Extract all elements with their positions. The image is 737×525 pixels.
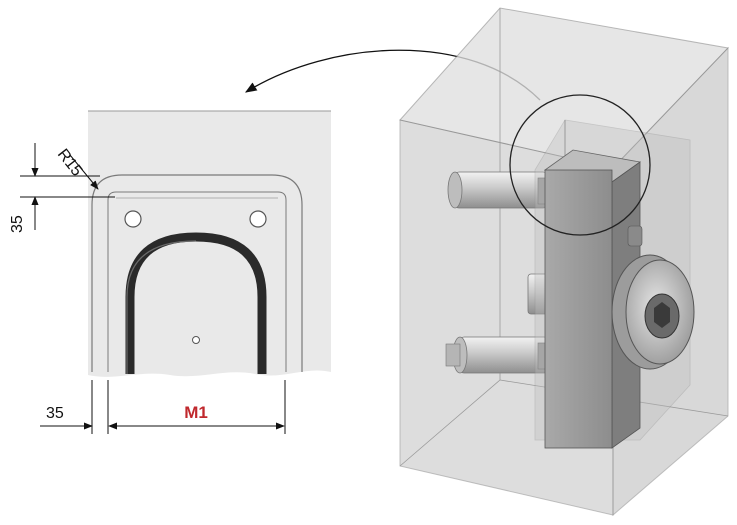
center-hole bbox=[192, 336, 200, 344]
plate-front bbox=[544, 169, 613, 449]
detail-panel bbox=[88, 111, 331, 377]
width-label: M1 bbox=[184, 403, 208, 422]
upper-cylinder bbox=[447, 171, 561, 209]
horizontal-dimensions: 35 M1 bbox=[40, 380, 286, 434]
radius-label: R15 bbox=[54, 146, 86, 180]
vertical-dim-label: 35 bbox=[9, 215, 26, 233]
recess-outline-outer bbox=[91, 174, 303, 372]
u-tube-highlight bbox=[126, 240, 197, 374]
detail-view: 35 R15 35 M1 bbox=[9, 110, 331, 434]
detail-magnifier-circle bbox=[509, 94, 651, 236]
isometric-view bbox=[399, 7, 730, 517]
mounting-hole-left bbox=[124, 210, 142, 228]
u-tube bbox=[125, 232, 267, 374]
box-top-face bbox=[399, 7, 730, 169]
wheel-assembly bbox=[611, 225, 695, 370]
vertical-dimension: 35 bbox=[9, 143, 115, 233]
mounting-hole-right bbox=[249, 210, 267, 228]
horizontal-dim-label: 35 bbox=[46, 405, 64, 422]
main-plate bbox=[543, 149, 642, 449]
